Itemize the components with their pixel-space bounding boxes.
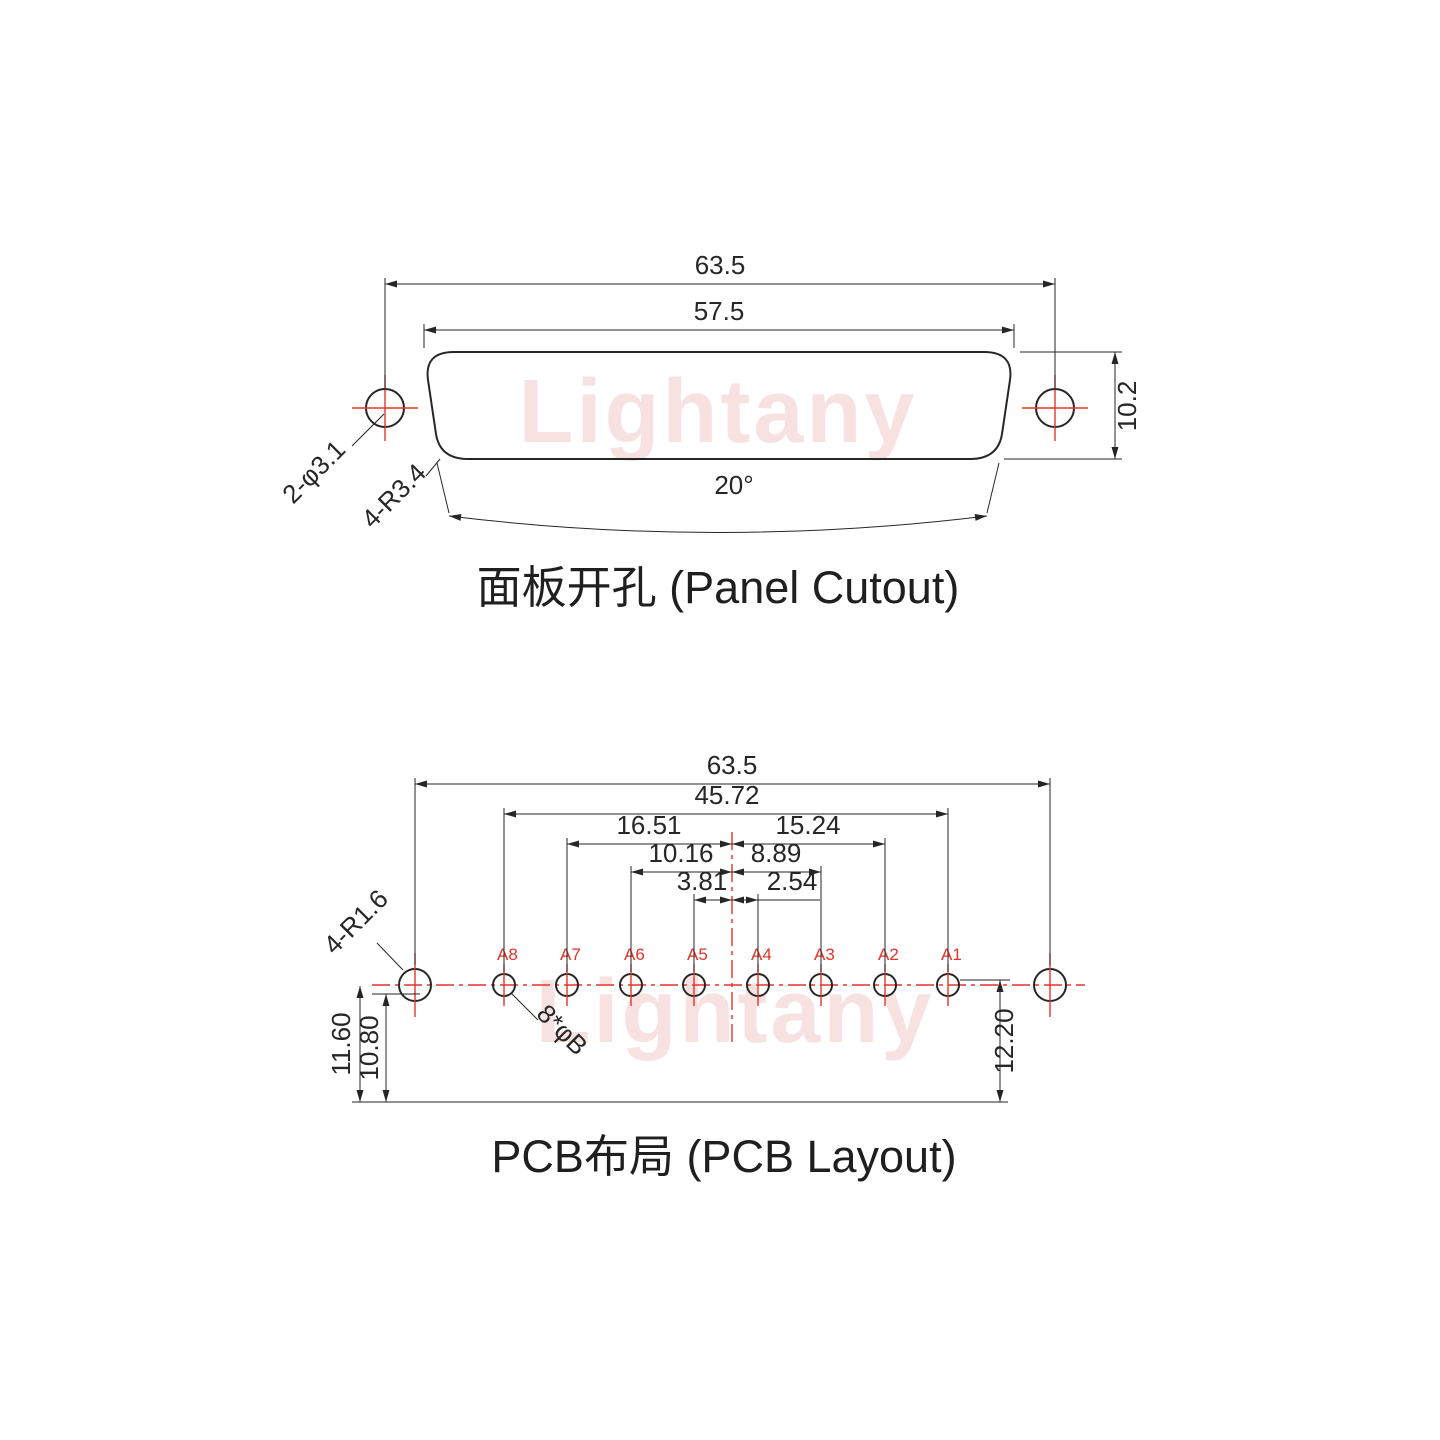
label-mount-holes: 2-φ3.1	[276, 434, 351, 509]
pcb-extension-lines	[414, 778, 1051, 972]
pcb-layout-title: PCB布局 (PCB Layout)	[491, 1131, 956, 1182]
pin-a3: A3	[809, 945, 835, 1006]
panel-cutout-title: 面板开孔 (Panel Cutout)	[477, 562, 960, 613]
pin-label: A6	[624, 945, 645, 964]
dim-text-inner-width: 57.5	[694, 296, 745, 326]
panel-cutout-section: Lightany 63.5 57.5 10.2 2-φ3.1 4-R3.4 20…	[276, 250, 1142, 613]
leader-mount-radius	[376, 942, 404, 971]
pin-a8: A8	[492, 945, 518, 1006]
dim-text-11-60: 11.60	[326, 1012, 356, 1075]
pin-label: A2	[878, 945, 899, 964]
dim-text-15-24: 15.24	[775, 810, 840, 840]
dim-text-10-80: 10.80	[354, 1015, 384, 1080]
watermark-text-2: Lightany	[536, 962, 935, 1062]
pin-label: A1	[941, 945, 962, 964]
watermark-text: Lightany	[519, 362, 918, 462]
dim-text-2-54: 2.54	[767, 866, 818, 896]
leader-pin-diameter	[511, 993, 539, 1021]
pin-label: A8	[497, 945, 518, 964]
label-side-angle: 20°	[714, 470, 753, 500]
dim-text-pin-span: 45.72	[694, 780, 759, 810]
leader-mount-holes	[351, 413, 385, 447]
angle-arc	[448, 513, 988, 533]
dim-text-overall-width: 63.5	[707, 750, 758, 780]
dim-text-16-51: 16.51	[616, 810, 681, 840]
dim-text-10-16: 10.16	[648, 838, 713, 868]
pin-a7: A7	[555, 945, 581, 1006]
dim-text-8-89: 8.89	[751, 838, 802, 868]
pin-label: A3	[814, 945, 835, 964]
pin-label: A7	[560, 945, 581, 964]
pcb-layout-section: Lightany A8 A7 A6 A5	[317, 750, 1085, 1182]
extension-lines-10-2	[1004, 351, 1122, 460]
pin-label: A5	[687, 945, 708, 964]
dim-text-outer-width: 63.5	[695, 250, 746, 280]
dim-text-3-81: 3.81	[677, 866, 728, 896]
dim-text-12-20: 12.20	[989, 1008, 1019, 1073]
angle-extension-lines	[436, 462, 1000, 514]
dim-text-height: 10.2	[1112, 381, 1142, 432]
pin-a2: A2	[873, 945, 899, 1006]
label-corner-radius: 4-R3.4	[355, 457, 431, 533]
pin-label: A4	[751, 945, 772, 964]
dsub-cutout-outline	[426, 351, 1012, 460]
extension-lines-57-5	[423, 324, 1015, 348]
pin-a1: A1	[936, 945, 962, 1006]
extension-lines-63-5	[384, 278, 1056, 390]
leader-corner-radius	[425, 458, 441, 477]
